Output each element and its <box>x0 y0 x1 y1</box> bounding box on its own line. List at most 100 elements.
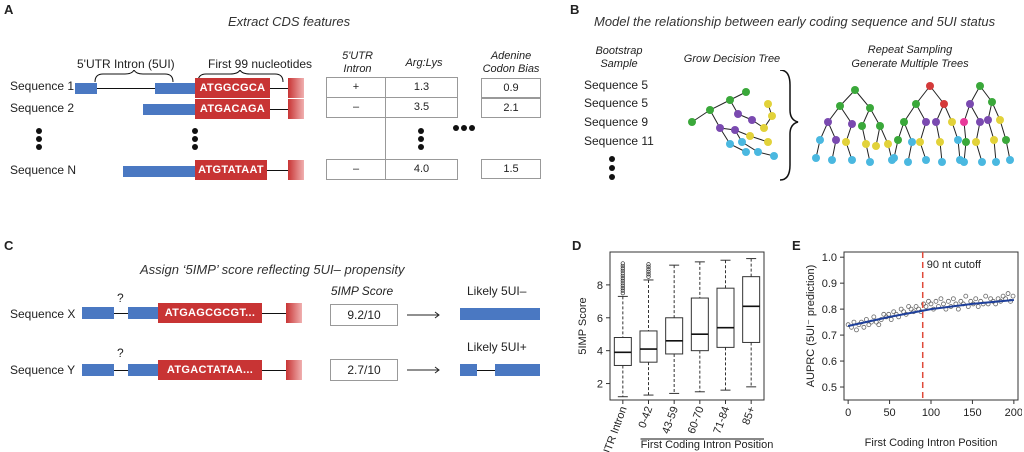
plot-frame <box>609 251 765 401</box>
cds-sequence: ATGAGCGCGT... <box>158 303 262 323</box>
sequence-y-label: Sequence Y <box>10 363 76 377</box>
y-axis-label: 5IMP Score <box>577 297 589 354</box>
grow-tree-label: Grow Decision Tree <box>683 53 781 65</box>
y-axis-label: AUPRC (5UI⁻ prediction) <box>805 265 817 388</box>
x-axis-label: First Coding Intron Position <box>641 439 774 451</box>
box-body <box>716 287 735 348</box>
data-point <box>941 301 946 307</box>
intron-line <box>114 370 128 371</box>
score-cell: 2.7/10 <box>330 359 398 381</box>
nucleotides-label: First 99 nucleotides <box>208 57 313 71</box>
table-divider <box>385 118 386 160</box>
x-tick-label: 60-70 <box>686 405 707 436</box>
data-point <box>888 317 894 322</box>
exon-5utr <box>82 364 114 376</box>
cds-exon-end <box>288 160 304 180</box>
data-point <box>1000 293 1006 299</box>
cell-intron: – <box>326 97 386 118</box>
box <box>613 261 632 398</box>
box-body <box>742 276 761 343</box>
outlier-point <box>620 283 625 288</box>
box-body <box>639 330 658 363</box>
intron-line <box>262 370 286 371</box>
outlier-point <box>646 262 651 267</box>
cds-sequence: ATGACAGA <box>195 99 270 119</box>
sequence-2-label: Sequence 2 <box>10 101 75 115</box>
header-5utr-intron: 5'UTR Intron <box>342 50 373 75</box>
ellipsis-dot <box>609 156 615 162</box>
outlier-point <box>620 278 625 283</box>
panel-a-title: Extract CDS features <box>228 14 351 29</box>
cell-arglys: 4.0 <box>385 159 458 180</box>
ellipsis-dot <box>192 144 198 150</box>
cell-intron: + <box>326 77 386 98</box>
panel-d-letter: D <box>572 238 582 253</box>
cds-sequence: ATGGCGCA <box>195 78 270 98</box>
data-point <box>983 293 989 299</box>
box <box>639 262 658 396</box>
box-body <box>665 317 684 355</box>
ellipsis-dot <box>36 144 42 150</box>
data-point <box>906 304 912 309</box>
data-point <box>876 322 882 328</box>
question-mark: ? <box>117 346 124 360</box>
cell-intron: – <box>326 159 386 180</box>
intron-line <box>270 109 288 110</box>
x-tick-label: 0 <box>845 407 851 419</box>
y-tick-label: 0.6 <box>822 356 837 368</box>
cds-exon-end <box>288 99 304 119</box>
outlier-point <box>620 286 625 291</box>
score-cell: 9.2/10 <box>330 304 398 326</box>
outlier-point <box>620 281 625 286</box>
data-point <box>950 296 956 302</box>
cds-sequence: ATGACTATAA... <box>158 360 262 380</box>
bootstrap-sample-label: Bootstrap Sample <box>595 45 643 70</box>
ellipsis-dot <box>453 125 459 131</box>
y-tick-label: 1.0 <box>822 252 837 264</box>
ellipsis-dot <box>192 128 198 134</box>
ellipsis-dot <box>609 165 615 171</box>
x-tick-label: 100 <box>922 407 940 419</box>
trend-line <box>847 299 1014 327</box>
data-point <box>955 306 961 312</box>
cds-exon-end <box>288 78 304 98</box>
x-tick-label: 50 <box>883 407 895 419</box>
score-header: 5IMP Score <box>330 284 394 298</box>
x-tick-label: 150 <box>963 407 981 419</box>
ellipsis-dot <box>192 136 198 142</box>
data-point <box>975 304 981 309</box>
ellipsis-dot <box>418 136 424 142</box>
outlier-point <box>620 273 625 278</box>
y-tick-label: 0.9 <box>822 278 837 290</box>
box-body <box>613 337 632 366</box>
data-point <box>933 298 939 304</box>
box <box>690 261 709 393</box>
data-point <box>973 296 979 302</box>
intron-line <box>477 370 495 371</box>
box <box>716 259 735 391</box>
outcome-exon <box>460 364 477 376</box>
ellipsis-dot <box>36 136 42 142</box>
x-tick-label: 43-59 <box>660 405 681 436</box>
arrows <box>407 311 440 374</box>
cds-exon-end <box>286 360 302 380</box>
data-point <box>913 304 919 309</box>
outlier-point <box>646 267 651 272</box>
question-mark: ? <box>117 291 124 305</box>
header-arg-lys: Arg:Lys <box>405 57 443 69</box>
outcome-label: Likely 5UI+ <box>467 340 527 354</box>
panel-b-letter: B <box>570 2 580 17</box>
ellipsis-dot <box>418 128 424 134</box>
panel-a-braces <box>94 70 284 83</box>
y-tick-label: 2 <box>597 379 603 391</box>
x-tick-label: 5UTR Intron <box>598 405 630 452</box>
cell-arglys: 1.3 <box>385 77 458 98</box>
data-point <box>923 304 929 309</box>
cell-arglys: 3.5 <box>385 97 458 118</box>
ellipsis-dot <box>469 125 475 131</box>
data-point <box>945 298 951 304</box>
x-tick-label: 200 <box>1005 407 1022 419</box>
outlier-point <box>620 261 625 266</box>
exon-5utr <box>75 83 97 94</box>
y-tick-label: 8 <box>597 280 603 292</box>
